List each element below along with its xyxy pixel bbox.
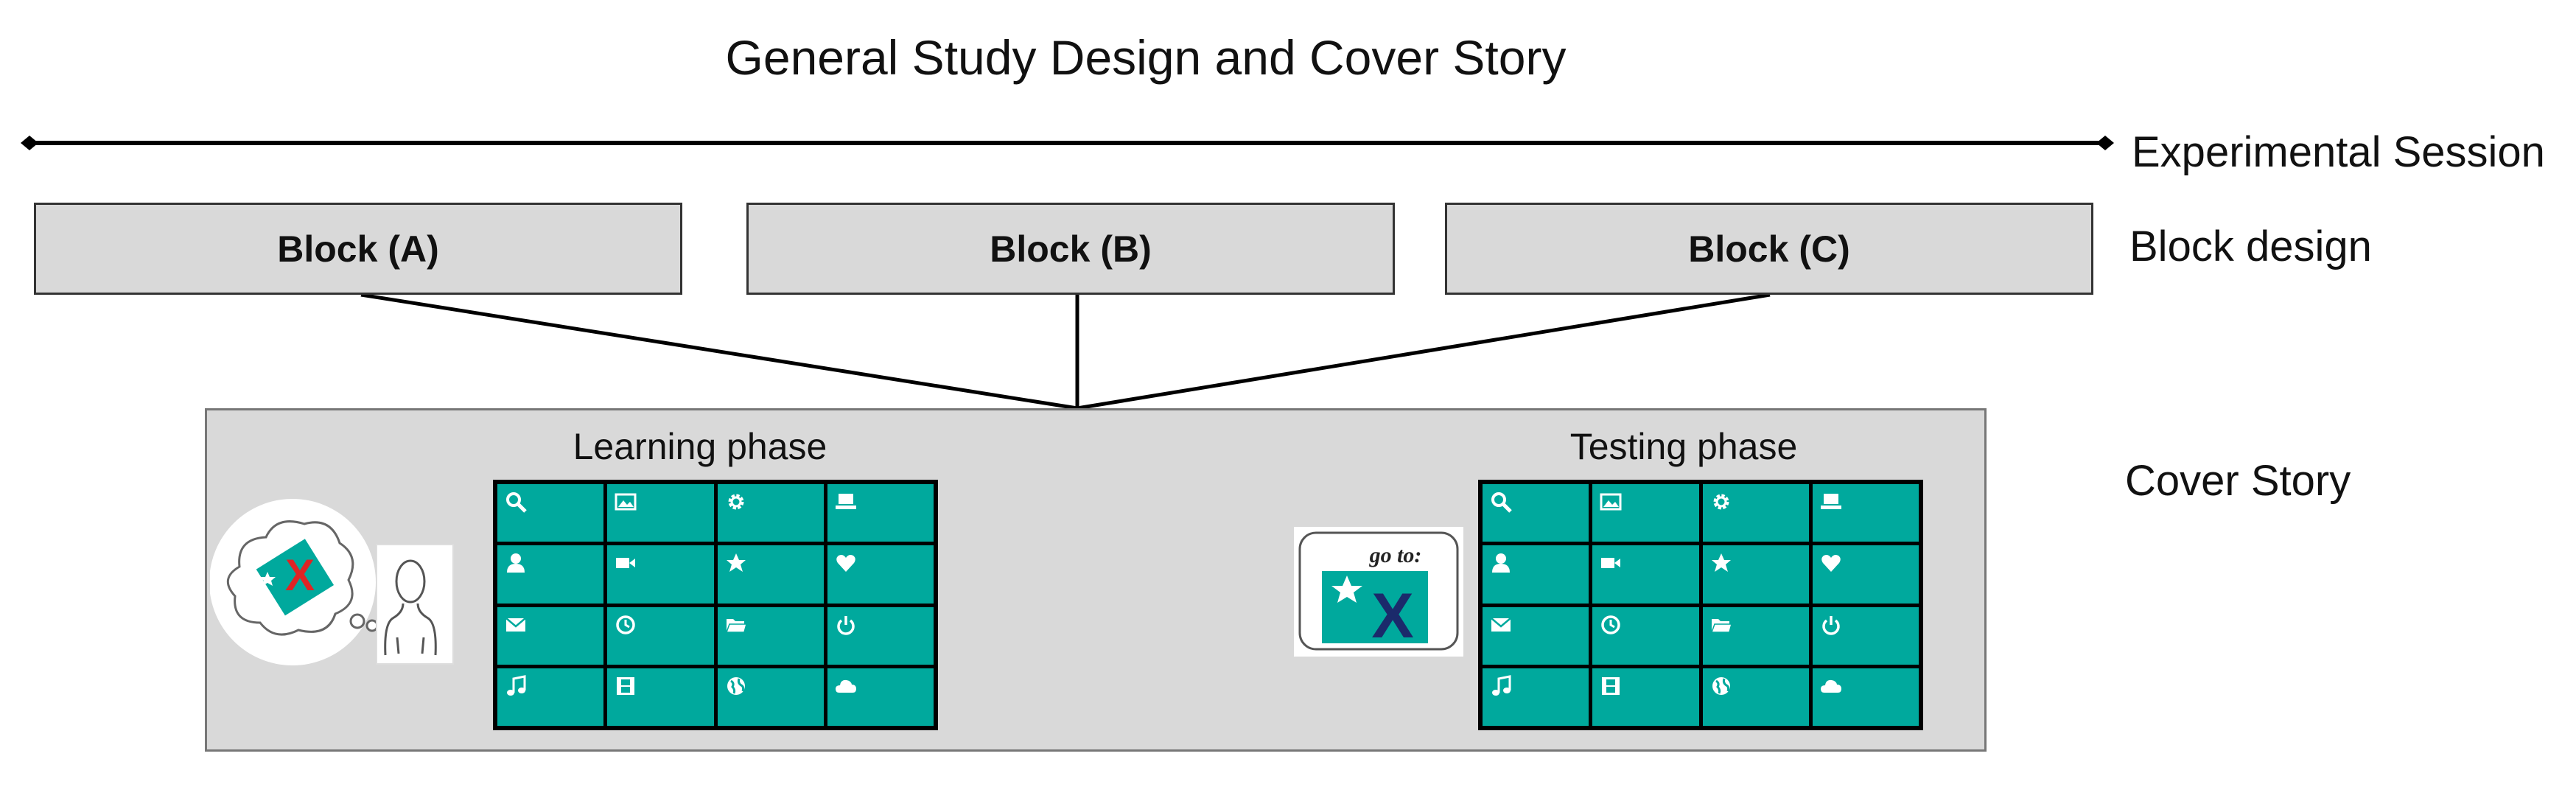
block-b: Block (B) (746, 203, 1395, 295)
learning-grid-cell (827, 484, 934, 542)
cloud-icon (835, 679, 856, 693)
folder-icon (725, 618, 747, 633)
learning-grid-cell (717, 545, 824, 604)
learning-grid-cell (497, 668, 604, 726)
timeline-right-end (2096, 136, 2114, 150)
cloud-icon (1820, 679, 1841, 693)
testing-grid-cell (1812, 545, 1919, 604)
testing-grid-cell (1812, 668, 1919, 726)
cover-story-label: Cover Story (2125, 457, 2351, 505)
connector-c (1077, 293, 1771, 410)
search-icon (506, 492, 527, 513)
goto-star-icon (1331, 576, 1362, 603)
image-icon (1600, 493, 1622, 511)
mail-icon (1491, 617, 1511, 632)
block-c: Block (C) (1445, 203, 2093, 295)
learning-grid-cell (717, 606, 824, 665)
laptop-icon (835, 494, 856, 509)
power-icon (837, 615, 855, 635)
learning-grid-cell (497, 545, 604, 604)
testing-phase-icon-grid (1478, 480, 1923, 730)
testing-phase-title: Testing phase (1569, 426, 1798, 467)
testing-grid-cell (1483, 545, 1589, 604)
gear-icon (1713, 494, 1729, 510)
testing-grid-cell (1483, 484, 1589, 542)
testing-grid-cell (1592, 606, 1699, 665)
card-icon (256, 539, 335, 616)
diagram-title: General Study Design and Cover Story (725, 30, 1567, 85)
testing-grid-cell (1483, 606, 1589, 665)
learning-grid-cell (717, 668, 824, 726)
learning-grid-cell (607, 668, 714, 726)
laptop-icon (1820, 494, 1841, 509)
block-a: Block (A) (34, 203, 682, 295)
power-icon (1822, 615, 1840, 635)
experimental-session-label: Experimental Session (2132, 128, 2545, 176)
clock-icon (616, 615, 635, 634)
film-icon (617, 676, 635, 695)
user-icon (507, 553, 525, 573)
testing-grid-cell (1812, 606, 1919, 665)
connector-a (360, 293, 1078, 410)
music-note-icon (507, 674, 526, 696)
globe-icon (727, 676, 745, 695)
learning-grid-cell (497, 606, 604, 665)
timeline-left-end (21, 136, 38, 150)
film-icon (1602, 676, 1620, 695)
mail-icon (505, 617, 526, 632)
learning-phase-icon-grid (493, 480, 938, 730)
image-icon (615, 493, 637, 511)
learning-grid-cell (827, 545, 934, 604)
learning-grid-cell (607, 606, 714, 665)
goto-card-illustration: go to: X (1294, 527, 1463, 657)
music-note-icon (1492, 674, 1511, 696)
heart-icon (1821, 555, 1841, 573)
testing-grid-cell (1592, 484, 1699, 542)
goto-label: go to: (1369, 543, 1422, 567)
folder-icon (1710, 618, 1732, 633)
globe-icon (1712, 676, 1730, 695)
heart-icon (836, 555, 855, 573)
learning-grid-cell (497, 484, 604, 542)
learning-grid-cell (607, 545, 714, 604)
goto-target-card (1322, 571, 1428, 643)
testing-grid-cell (1592, 668, 1699, 726)
learning-grid-cell (717, 484, 824, 542)
user-icon (1492, 553, 1510, 573)
testing-grid-cell (1702, 668, 1809, 726)
testing-grid-cell (1592, 545, 1699, 604)
testing-grid-cell (1702, 545, 1809, 604)
card-star-icon (259, 572, 276, 586)
thought-x-mark: X (285, 550, 315, 600)
testing-grid-cell (1812, 484, 1919, 542)
learning-phase-title: Learning phase (573, 426, 827, 467)
learning-grid-cell (827, 606, 934, 665)
goto-x-mark: X (1371, 581, 1413, 651)
thought-bubble-illustration: X (210, 499, 454, 665)
person-icon (376, 544, 454, 665)
video-camera-icon (616, 558, 636, 569)
star-icon (1711, 553, 1731, 573)
block-design-label: Block design (2129, 223, 2372, 270)
video-camera-icon (1601, 558, 1621, 569)
learning-grid-cell (607, 484, 714, 542)
star-icon (726, 553, 746, 573)
gear-icon (728, 494, 743, 510)
testing-grid-cell (1702, 606, 1809, 665)
testing-grid-cell (1702, 484, 1809, 542)
learning-grid-cell (827, 668, 934, 726)
testing-grid-cell (1483, 668, 1589, 726)
clock-icon (1601, 615, 1620, 634)
search-icon (1491, 492, 1512, 513)
